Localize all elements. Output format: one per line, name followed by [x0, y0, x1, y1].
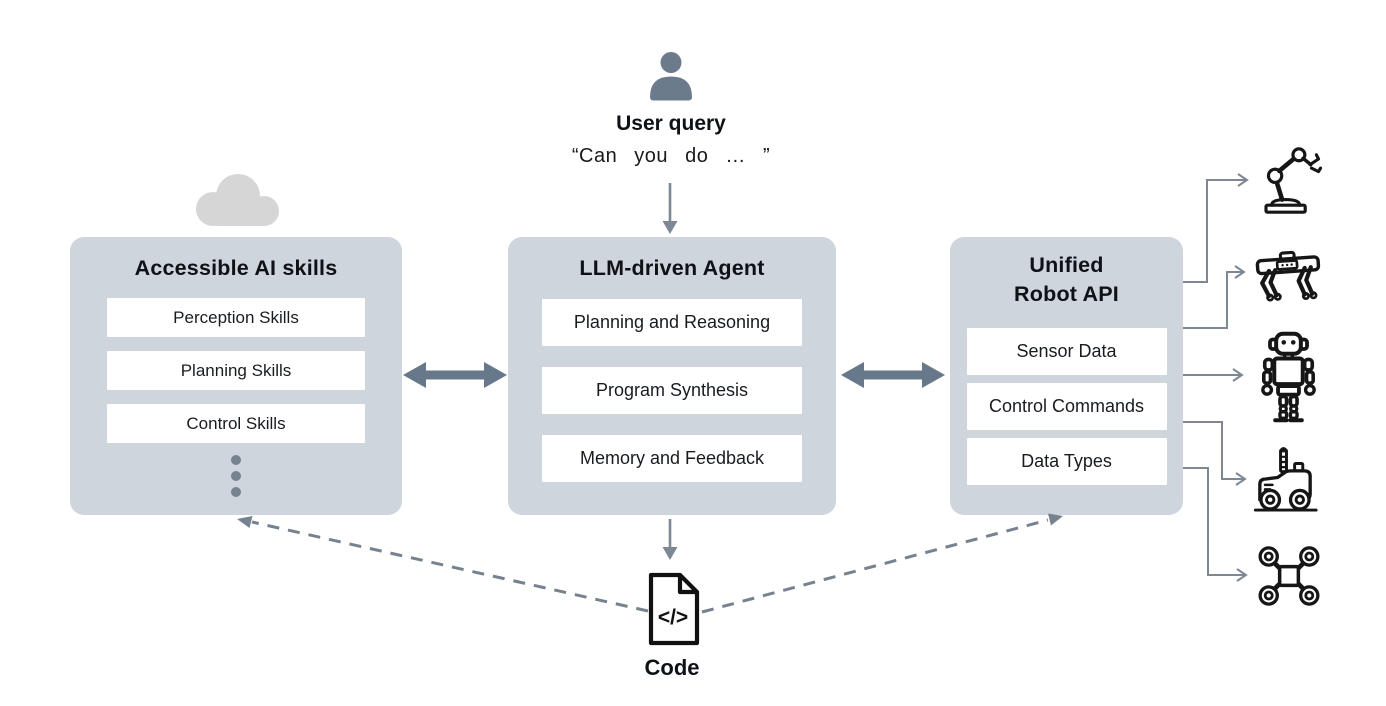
panel-skills-title: Accessible AI skills [134, 256, 338, 280]
panel-api-items: Sensor Data Control Commands Data Types [950, 328, 1183, 485]
user-query-text: “Can you do … ” [571, 145, 771, 167]
user-query-title: User query [616, 112, 726, 135]
dot [231, 487, 241, 497]
agent-item: Memory and Feedback [542, 435, 802, 482]
cloud-icon [196, 174, 279, 226]
panel-agent-title: LLM-driven Agent [579, 256, 765, 280]
wheeled-rover-icon [1253, 447, 1318, 512]
double-arrow-agent-api [841, 362, 945, 388]
code-file-icon: </> [648, 572, 700, 646]
skill-item: Planning Skills [107, 351, 365, 390]
panel-api-title: Unified Robot API [950, 251, 1183, 309]
double-arrow-skills-agent [403, 362, 507, 388]
arrow-user-to-agent [662, 183, 678, 234]
api-item: Control Commands [966, 383, 1167, 430]
user-person-icon [650, 52, 692, 101]
code-glyph: </> [658, 606, 688, 629]
panel-api-title-line1: Unified [1029, 253, 1104, 277]
panel-accessible-ai-skills: Accessible AI skills Perception Skills P… [70, 237, 402, 515]
panel-skills-items: Perception Skills Planning Skills Contro… [70, 298, 402, 443]
dashed-arrow-code-to-skills [237, 516, 649, 613]
api-robot-connectors [1183, 173, 1249, 582]
agent-item: Program Synthesis [542, 367, 802, 414]
quadruped-robot-icon [1255, 250, 1321, 302]
agent-item: Planning and Reasoning [542, 299, 802, 346]
drone-icon [1258, 546, 1320, 606]
panel-api-title-line2: Robot API [1014, 282, 1119, 306]
dot [231, 471, 241, 481]
robot-arm-icon [1264, 147, 1322, 214]
connector-to-rover [1183, 421, 1245, 480]
ellipsis-dots [70, 455, 402, 497]
panel-llm-driven-agent: LLM-driven Agent Planning and Reasoning … [508, 237, 836, 515]
skill-item: Perception Skills [107, 298, 365, 337]
dashed-arrow-code-to-api [701, 513, 1063, 614]
connector-to-robot-arm [1183, 179, 1247, 283]
panel-unified-robot-api: Unified Robot API Sensor Data Control Co… [950, 237, 1183, 515]
code-label: Code [644, 655, 700, 680]
connector-to-quadruped [1183, 271, 1244, 329]
dot [231, 455, 241, 465]
user-query-block: User query “Can you do … ” [545, 112, 797, 168]
panel-agent-items: Planning and Reasoning Program Synthesis… [508, 299, 836, 482]
connector-to-drone [1183, 467, 1246, 576]
skill-item: Control Skills [107, 404, 365, 443]
api-item: Sensor Data [966, 328, 1167, 375]
arrow-agent-to-code [662, 519, 678, 560]
api-item: Data Types [966, 438, 1167, 485]
humanoid-robot-icon [1261, 331, 1316, 423]
